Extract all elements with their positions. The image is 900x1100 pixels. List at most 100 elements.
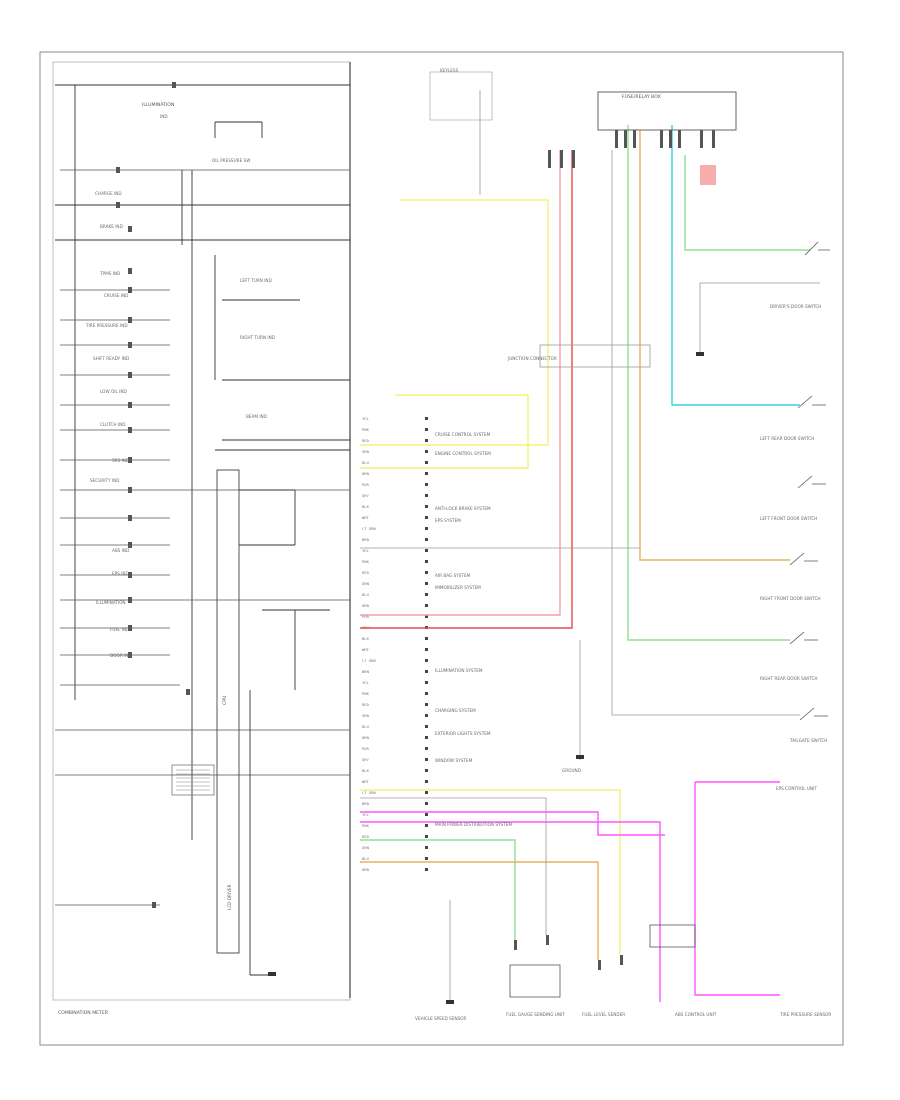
door-switch-label: LEFT FRONT DOOR SWITCH bbox=[760, 516, 817, 521]
pin-terminal bbox=[425, 516, 428, 519]
ind-label: TIRE PRESSURE IND bbox=[85, 323, 128, 328]
system-label: ILLUMINATION SYSTEM bbox=[435, 668, 483, 673]
pin-wire-code: BLK bbox=[362, 504, 370, 509]
pin-wire-code: WHT bbox=[362, 779, 370, 784]
pin-terminal bbox=[425, 714, 428, 717]
door-switch-label: RIGHT FRONT DOOR SWITCH bbox=[760, 596, 821, 601]
pin-terminal bbox=[425, 461, 428, 464]
pin-wire-code: BLK bbox=[362, 768, 370, 773]
pin-terminal bbox=[425, 670, 428, 673]
ind-label: EPS IND bbox=[112, 571, 129, 576]
pin-wire-code: BLU bbox=[362, 460, 370, 465]
junction-label: JUNCTION CONNECTOR bbox=[507, 356, 557, 361]
pin-terminal bbox=[425, 835, 428, 838]
pin-wire-code: LT GRN bbox=[362, 526, 376, 531]
system-label: MAIN POWER DISTRIBUTION SYSTEM bbox=[435, 822, 512, 827]
pin-wire-code: BLU bbox=[362, 592, 370, 597]
ind-label: TPMS IND bbox=[99, 271, 120, 276]
pin-wire-code: GRN bbox=[362, 581, 370, 586]
pin-terminal bbox=[425, 703, 428, 706]
pin-wire-code: GRN bbox=[362, 845, 370, 850]
system-label: IMMOBILIZER SYSTEM bbox=[435, 585, 481, 590]
eps-label: EPS CONTROL UNIT bbox=[776, 786, 817, 791]
pin-terminal bbox=[425, 791, 428, 794]
door-switch-label: DRIVER'S DOOR SWITCH bbox=[770, 304, 821, 309]
pin-wire-code: BRN bbox=[362, 537, 370, 542]
left-turn-label: LEFT TURN IND bbox=[240, 278, 272, 283]
tpms-sensor-label: TIRE PRESSURE SENSOR bbox=[779, 1012, 831, 1017]
pin-wire-code: YEL bbox=[362, 548, 370, 553]
pin-terminal bbox=[425, 747, 428, 750]
pin-wire-code: ORN bbox=[362, 471, 370, 476]
pin-terminal bbox=[425, 549, 428, 552]
pin-wire-code: BRN bbox=[362, 801, 370, 806]
combination-meter: ILLUMINATION IND CHARGE IND BRAKE IND TP… bbox=[52, 61, 351, 1016]
pin-wire-code: LT GRN bbox=[362, 658, 376, 663]
meter-name: COMBINATION METER bbox=[58, 1010, 109, 1016]
pin-terminal bbox=[425, 868, 428, 871]
pin-wire-code: BLU bbox=[362, 724, 370, 729]
pin-wire-code: PNK bbox=[362, 559, 370, 564]
pin-wire-code: BLU bbox=[362, 856, 370, 861]
door-switch-label: LEFT REAR DOOR SWITCH bbox=[760, 436, 814, 441]
pin-wire-code: PNK bbox=[362, 427, 370, 432]
pin-wire-code: ORN bbox=[362, 867, 370, 872]
pin-terminal bbox=[425, 681, 428, 684]
speed-sensor-label: VEHICLE SPEED SENSOR bbox=[415, 1016, 467, 1021]
diagram-frame bbox=[39, 51, 844, 1046]
pin-terminal bbox=[425, 769, 428, 772]
system-label: CHARGING SYSTEM bbox=[435, 708, 476, 713]
pin-terminal bbox=[425, 494, 428, 497]
pin-wire-code: RED bbox=[362, 702, 370, 707]
pin-wire-code: YEL bbox=[362, 680, 370, 685]
system-label: WINDOW SYSTEM bbox=[435, 758, 473, 763]
pin-wire-code: ORN bbox=[362, 603, 370, 608]
pin-wire-code: GRY bbox=[362, 493, 370, 498]
keyless-label: KEYLESS bbox=[440, 68, 459, 73]
ind-label: CRUISE IND bbox=[104, 293, 128, 298]
ind-label: IND bbox=[160, 114, 168, 119]
pin-terminal bbox=[425, 505, 428, 508]
pin-wire-code: GRN bbox=[362, 713, 370, 718]
pin-wire-code: GRN bbox=[362, 449, 370, 454]
pin-terminal bbox=[425, 824, 428, 827]
ind-label: ABS IND bbox=[112, 548, 129, 553]
system-labels: CRUISE CONTROL SYSTEM ENGINE CONTROL SYS… bbox=[435, 432, 512, 827]
pin-terminal bbox=[425, 417, 428, 420]
ind-label: ILLUMINATION bbox=[96, 600, 126, 605]
lcd-label: LCD DRIVER bbox=[227, 884, 232, 910]
door-switch-label: TAILGATE SWITCH bbox=[789, 738, 827, 743]
pin-wire-code: WHT bbox=[362, 647, 370, 652]
right-turn-label: RIGHT TURN IND bbox=[240, 335, 275, 340]
pin-terminal bbox=[425, 472, 428, 475]
pin-terminal bbox=[425, 736, 428, 739]
pin-wire-code: RED bbox=[362, 834, 370, 839]
ind-label: SECURITY IND bbox=[90, 478, 119, 483]
pin-terminal bbox=[425, 560, 428, 563]
cpu-label: CPU bbox=[222, 696, 228, 705]
meter-connector-pins: YEL PNK RED GRN BLU ORN PUR GRY BLK WHT LT GRN BRN Y… bbox=[362, 416, 428, 872]
pin-terminal bbox=[425, 857, 428, 860]
pin-wire-code: YEL bbox=[362, 812, 370, 817]
pin-terminal bbox=[425, 846, 428, 849]
pin-terminal bbox=[425, 802, 428, 805]
indicator-labels: ILLUMINATION IND CHARGE IND BRAKE IND TP… bbox=[85, 102, 174, 658]
cpu-block bbox=[216, 469, 240, 954]
pin-wire-code: ORN bbox=[362, 735, 370, 740]
pin-terminal bbox=[425, 758, 428, 761]
fuel-gauge-resistor bbox=[171, 764, 215, 796]
ind-label: ILLUMINATION bbox=[142, 102, 174, 108]
pin-wire-code: PUR bbox=[362, 482, 370, 487]
oil-pressure-label: OIL PRESSURE SW bbox=[212, 158, 250, 163]
abs-label: ABS CONTROL UNIT bbox=[675, 1012, 717, 1017]
ind-label: DOOR IND bbox=[110, 653, 132, 658]
pin-terminal bbox=[425, 637, 428, 640]
pin-wire-code: RED bbox=[362, 438, 370, 443]
pin-terminal bbox=[425, 582, 428, 585]
gauge-sender-label: FUEL GAUGE SENDING UNIT bbox=[506, 1012, 565, 1017]
pin-wire-code: PUR bbox=[362, 614, 370, 619]
beam-label: BEAM IND bbox=[246, 414, 267, 419]
pin-terminal bbox=[425, 813, 428, 816]
pin-terminal bbox=[425, 450, 428, 453]
